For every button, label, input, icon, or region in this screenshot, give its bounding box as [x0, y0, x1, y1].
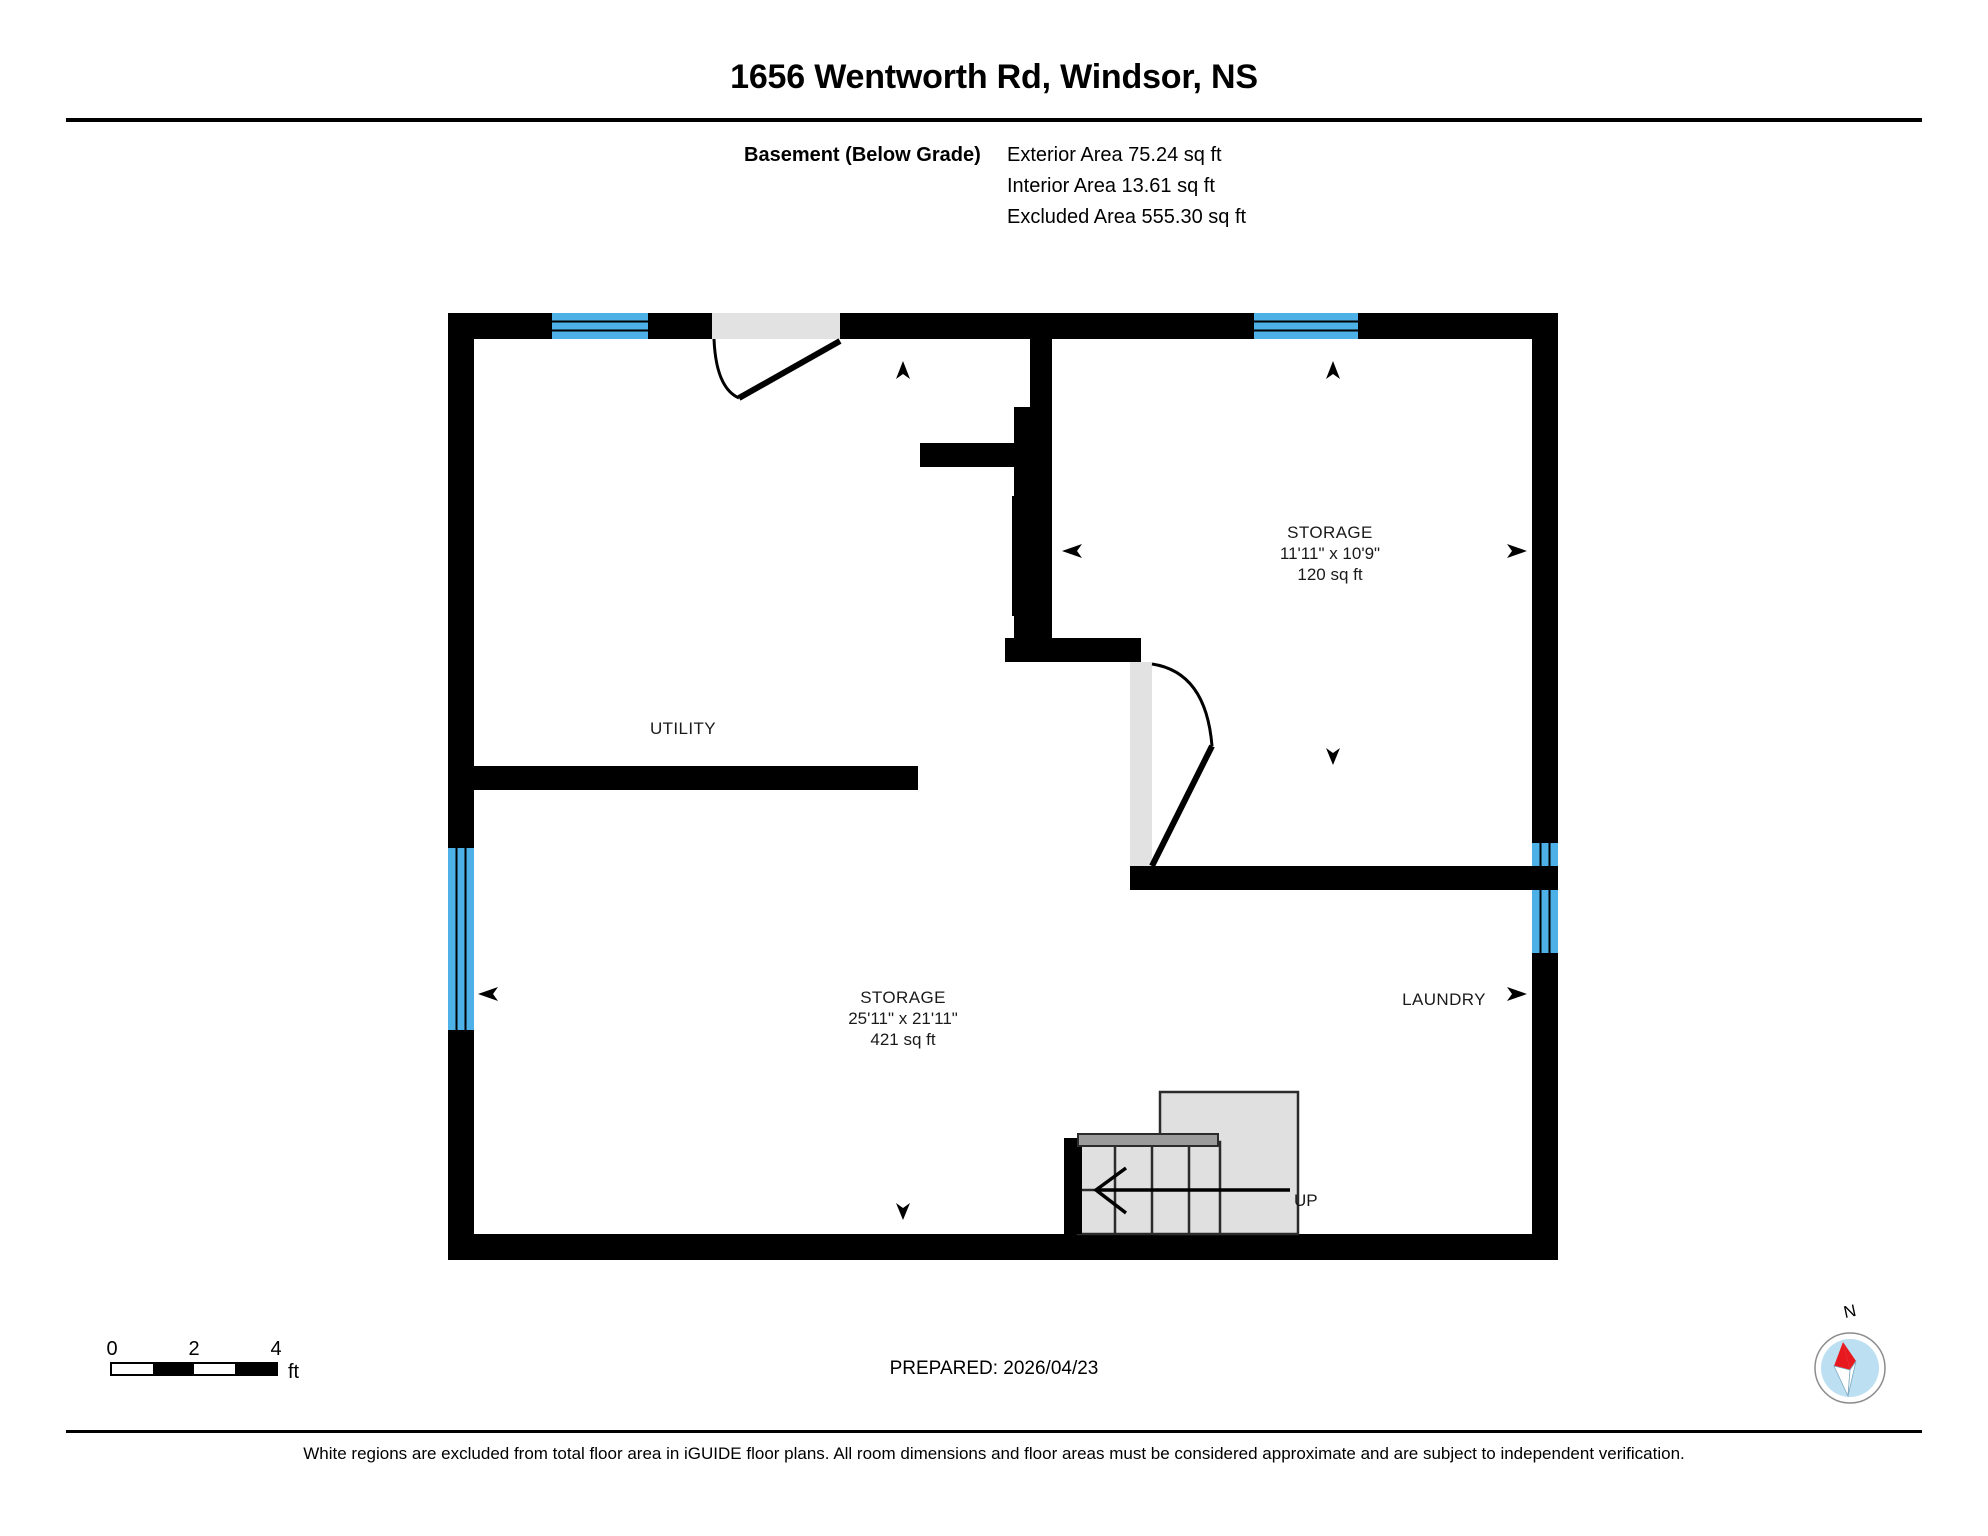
- view-direction-markers: [478, 361, 1527, 1220]
- footer-divider: [66, 1430, 1922, 1433]
- view-arrow-left-window: [478, 987, 498, 1001]
- staircase: [1064, 1090, 1300, 1236]
- area-lines: Exterior Area 75.24 sq ft Interior Area …: [1007, 140, 1246, 233]
- area-summary: Basement (Below Grade) Exterior Area 75.…: [744, 140, 1246, 233]
- room-label-storage-main: STORAGE 25'11" x 21'11" 421 sq ft: [848, 987, 958, 1050]
- window-right: [1532, 843, 1558, 953]
- room-name: UTILITY: [649, 719, 717, 738]
- room-area: 120 sq ft: [1297, 565, 1363, 584]
- window-top-left: [552, 313, 648, 339]
- window-left: [448, 848, 474, 1030]
- room-area: 421 sq ft: [870, 1030, 936, 1049]
- scale-segment: [153, 1364, 194, 1374]
- room-dimensions: 11'11" x 10'9": [1279, 544, 1381, 563]
- room-label-laundry: LAUNDRY: [1402, 989, 1486, 1010]
- room-dimensions: 25'11" x 21'11": [848, 1009, 958, 1028]
- scale-tick-labels: 0 2 4: [106, 1338, 310, 1362]
- scale-tick-0: 0: [106, 1338, 118, 1360]
- view-arrow-up-right: [1326, 361, 1340, 379]
- scale-tick-4: 4: [270, 1338, 282, 1360]
- window-top-right: [1254, 313, 1358, 339]
- page-title: 1656 Wentworth Rd, Windsor, NS: [730, 58, 1258, 96]
- scale-segment: [235, 1364, 276, 1374]
- interior-area-value: Interior Area 13.61 sq ft: [1007, 175, 1215, 197]
- scale-bar-graphic: [110, 1362, 278, 1376]
- room-name: STORAGE: [1287, 523, 1373, 542]
- room-label-utility: UTILITY: [650, 718, 716, 739]
- floor-level-label: Basement (Below Grade): [744, 144, 981, 166]
- scale-bar: 0 2 4 ft: [106, 1338, 310, 1383]
- compass-rose-icon: [1814, 1332, 1886, 1404]
- room-name: LAUNDRY: [1402, 990, 1486, 1009]
- room-name: STORAGE: [860, 988, 946, 1007]
- title-divider: [66, 118, 1922, 122]
- stairs-direction-label: UP: [1294, 1191, 1318, 1210]
- interior-walls: [448, 313, 1558, 890]
- view-arrow-right-laundry: [1507, 987, 1527, 1001]
- door-interior-storage: [1130, 662, 1215, 868]
- exterior-area-value: Exterior Area 75.24 sq ft: [1007, 144, 1222, 166]
- view-arrow-down-bottom: [896, 1203, 910, 1220]
- view-arrow-up-left: [896, 361, 910, 379]
- view-arrow-left-jog: [1062, 544, 1082, 558]
- view-arrow-right-top-storage: [1507, 544, 1527, 558]
- disclaimer-text: White regions are excluded from total fl…: [303, 1444, 1685, 1463]
- excluded-area-value: Excluded Area 555.30 sq ft: [1007, 206, 1247, 228]
- scale-unit-label: ft: [288, 1361, 300, 1383]
- view-arrow-down-storage: [1326, 748, 1340, 765]
- room-label-storage-top: STORAGE 11'11" x 10'9" 120 sq ft: [1280, 522, 1380, 585]
- door-top-exterior: [712, 313, 842, 401]
- scale-tick-2: 2: [188, 1338, 200, 1360]
- prepared-date: PREPARED: 2026/04/23: [889, 1358, 1099, 1379]
